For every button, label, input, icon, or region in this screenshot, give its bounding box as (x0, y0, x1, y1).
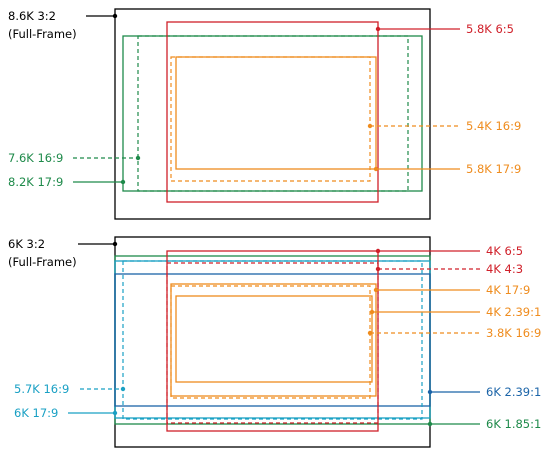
top-red-6-5-label: 5.8K 6:5 (466, 22, 514, 36)
bottom-orange-239-label: 4K 2.39:1 (486, 305, 541, 319)
bottom-cyan-16-9-dot (120, 386, 126, 392)
bottom-green-185-label: 6K 1.85:1 (486, 417, 541, 431)
top-orange-17-9-dot (373, 166, 379, 172)
bottom-red-6-5-frame (166, 250, 379, 432)
bottom-sensor-label-line1: 6K 3:2 (8, 237, 45, 251)
top-red-6-5-dot (375, 26, 381, 32)
bottom-sensor-leader-dot (112, 241, 118, 247)
bottom-orange-239-dot (369, 309, 375, 315)
top-orange-17-9-frame (175, 56, 377, 170)
bottom-green-185-dot (427, 421, 433, 427)
top-green-16-9-dot (135, 155, 141, 161)
top-green-17-9-label: 8.2K 17:9 (8, 175, 63, 189)
bottom-orange-17-9-frame (170, 283, 377, 397)
bottom-red-6-5-label: 4K 6:5 (486, 244, 523, 258)
top-green-16-9-label: 7.6K 16:9 (8, 151, 63, 165)
top-orange-16-9-label: 5.4K 16:9 (466, 119, 521, 133)
bottom-cyan-17-9-dot (112, 410, 118, 416)
top-panel: 8.6K 3:2 (Full-Frame) 5.8K 6:5 5.4K 16:9… (8, 8, 521, 220)
bottom-blue-239-dot (427, 389, 433, 395)
bottom-orange-17-9-label: 4K 17:9 (486, 283, 530, 297)
bottom-cyan-16-9-label: 5.7K 16:9 (14, 382, 69, 396)
bottom-panel: 6K 3:2 (Full-Frame) 4K 6:5 4K 4:3 4K 17:… (8, 236, 541, 448)
top-orange-16-9-frame (170, 56, 371, 182)
bottom-red-6-5-dot (375, 248, 381, 254)
top-sensor-leader-dot (112, 13, 118, 19)
top-sensor-label-line2: (Full-Frame) (8, 27, 77, 41)
bottom-green-185-frame (114, 255, 431, 425)
bottom-red-4-3-label: 4K 4:3 (486, 262, 523, 276)
bottom-orange-16-9-label: 3.8K 16:9 (486, 326, 541, 340)
bottom-cyan-16-9-frame (122, 260, 423, 420)
top-orange-16-9-dot (367, 123, 373, 129)
top-sensor-frame (114, 8, 431, 220)
bottom-orange-239-frame (175, 295, 373, 383)
bottom-sensor-frame (114, 236, 431, 448)
bottom-orange-17-9-dot (373, 287, 379, 293)
bottom-blue-239-frame (114, 273, 431, 407)
bottom-cyan-17-9-label: 6K 17:9 (14, 406, 58, 420)
top-orange-17-9-label: 5.8K 17:9 (466, 162, 521, 176)
bottom-red-4-3-frame (166, 262, 379, 424)
top-green-16-9-frame (137, 35, 409, 192)
bottom-orange-16-9-frame (170, 285, 371, 399)
top-red-6-5-frame (166, 21, 379, 203)
bottom-sensor-label-line2: (Full-Frame) (8, 255, 77, 269)
bottom-orange-16-9-dot (367, 330, 373, 336)
bottom-red-4-3-dot (375, 266, 381, 272)
top-sensor-label-line1: 8.6K 3:2 (8, 9, 56, 23)
bottom-blue-239-label: 6K 2.39:1 (486, 385, 541, 399)
top-green-17-9-dot (120, 179, 126, 185)
